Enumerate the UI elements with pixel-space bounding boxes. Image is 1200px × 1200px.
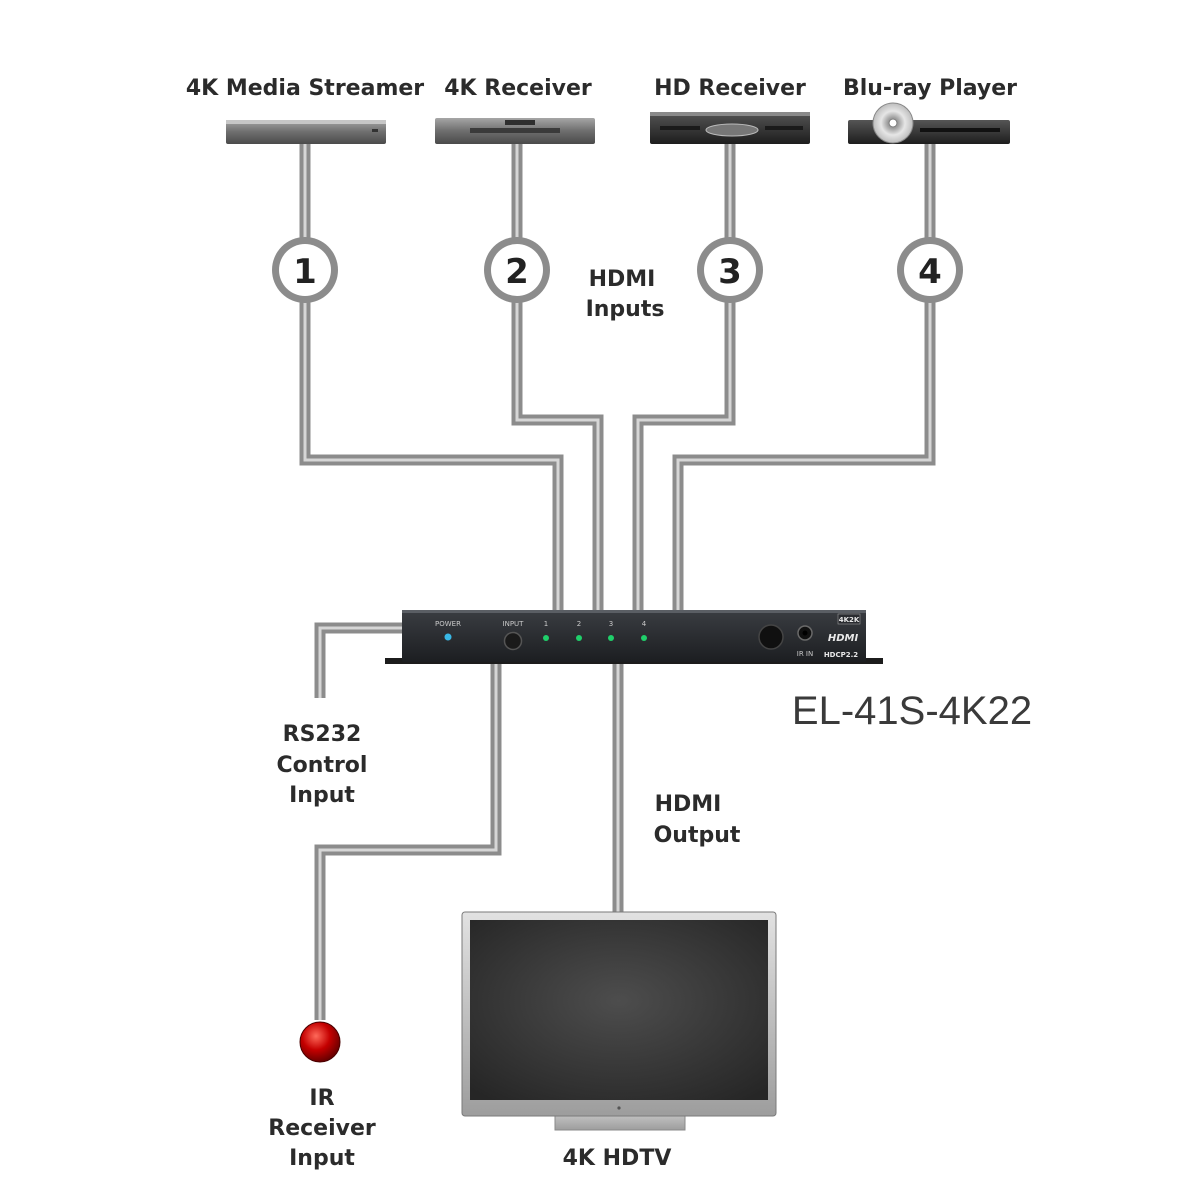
- model-name: EL-41S-4K22: [792, 689, 1032, 733]
- input-button[interactable]: [503, 631, 523, 651]
- rs232-label-line3: Input: [289, 783, 355, 808]
- hdmi-output-label-line1: HDMI: [655, 792, 722, 817]
- input-marker-3: 3: [697, 237, 763, 303]
- hdmi-output-label-line2: Output: [654, 823, 741, 848]
- tv-label: 4K HDTV: [563, 1146, 672, 1171]
- source-label-3: HD Receiver: [654, 76, 806, 101]
- source-label-1: 4K Media Streamer: [186, 76, 424, 101]
- svg-text:4: 4: [918, 252, 942, 292]
- power-label: POWER: [435, 620, 461, 628]
- media-streamer-device: [226, 120, 386, 144]
- power-led: [444, 633, 452, 641]
- ir-label-line1: IR: [309, 1086, 334, 1111]
- svg-text:2: 2: [505, 252, 529, 292]
- badge-hdmi: HDMI: [828, 633, 859, 644]
- hdmi-inputs-label-line1: HDMI: [589, 267, 656, 292]
- source-label-4: Blu-ray Player: [843, 76, 1017, 101]
- svg-text:3: 3: [718, 252, 742, 292]
- rs232-label-line1: RS232: [283, 722, 362, 747]
- source-label-2: 4K Receiver: [444, 76, 592, 101]
- led-label-1: 1: [544, 620, 548, 628]
- led-label-4: 4: [642, 620, 647, 628]
- ir-in-label: IR IN: [797, 650, 813, 658]
- input-marker-2: 2: [484, 237, 550, 303]
- ir-receiver-icon: [299, 1021, 341, 1063]
- led-label-3: 3: [609, 620, 613, 628]
- hdmi-inputs-label-line2: Inputs: [586, 297, 665, 322]
- input-led-2: [576, 635, 582, 641]
- cable-input-3: [632, 144, 736, 612]
- switcher-device: POWER INPUT 1 2 3 4 IR IN 4K2K HDMI HDCP…: [385, 610, 883, 664]
- input-marker-4: 4: [897, 237, 963, 303]
- input-led-1: [543, 635, 549, 641]
- badge-hdcp: HDCP2.2: [824, 651, 858, 659]
- tv-device: [461, 911, 777, 1131]
- input-led-4: [641, 635, 647, 641]
- ir-label-line2: Receiver: [268, 1116, 376, 1141]
- input-led-3: [608, 635, 614, 641]
- led-label-2: 2: [577, 620, 581, 628]
- badge-4k2k: 4K2K: [839, 616, 860, 624]
- input-button-label: INPUT: [503, 620, 525, 628]
- cable-input-4: [672, 144, 936, 612]
- ir-label-line3: Input: [289, 1146, 355, 1171]
- rs232-label-line2: Control: [277, 753, 368, 778]
- blu-ray-device: [848, 102, 1010, 144]
- ir-window: [758, 624, 784, 650]
- hd-receiver-device: [650, 112, 810, 144]
- 4k-receiver-device: [435, 118, 595, 144]
- input-marker-1: 1: [272, 237, 338, 303]
- svg-text:1: 1: [293, 252, 317, 292]
